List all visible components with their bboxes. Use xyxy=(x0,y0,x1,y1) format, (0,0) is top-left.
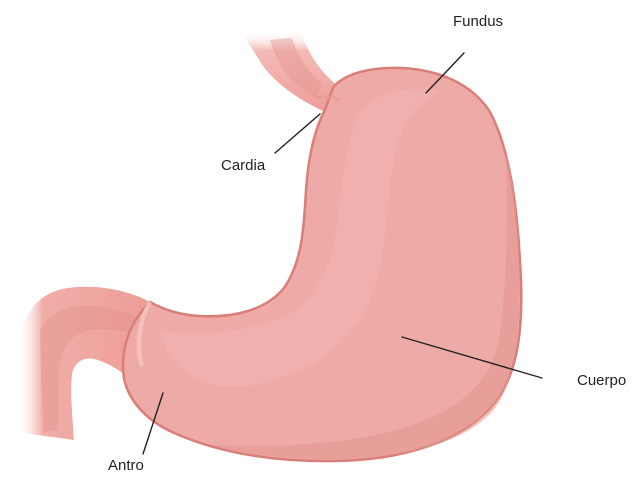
label-fundus: Fundus xyxy=(453,13,503,30)
esophagus xyxy=(243,30,338,112)
label-cardia: Cardia xyxy=(221,157,266,174)
stomach xyxy=(123,68,521,461)
label-antro: Antro xyxy=(108,457,144,474)
label-cuerpo: Cuerpo xyxy=(577,372,626,389)
